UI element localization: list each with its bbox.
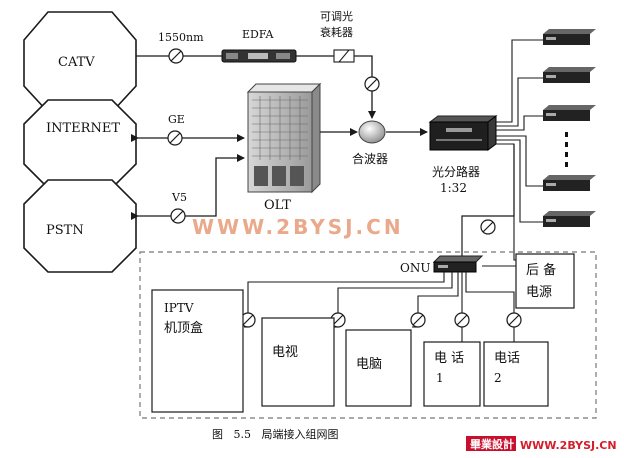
phone2-label-2: 2 — [494, 371, 502, 385]
backup-label-1: 后 备 — [526, 262, 556, 278]
splitter-to-onu-link — [461, 144, 515, 258]
tv-label: 电视 — [272, 345, 298, 360]
terminal-connectors — [240, 312, 522, 328]
phone2-label-1: 电话 — [494, 351, 520, 366]
onu-device: ONU — [400, 255, 484, 275]
figure-caption: 图 5.5 局端接入组网图 — [212, 427, 338, 441]
catv-link: 1550nm — [136, 31, 222, 64]
splitter-device: 光分路器 1:32 — [428, 115, 498, 195]
phone1-box: 电 话 1 — [423, 341, 481, 407]
pc-label: 电脑 — [356, 357, 382, 372]
phone2-box: 电话 2 — [483, 341, 549, 407]
phone1-label-2: 1 — [436, 371, 444, 385]
iptv-label-1: IPTV — [164, 301, 194, 315]
wavelength-label: 1550nm — [158, 31, 204, 44]
olt-label: OLT — [264, 198, 291, 213]
tv-box: 电视 — [261, 317, 335, 407]
edfa-device: EDFA — [221, 28, 297, 63]
mini-onu-icon — [543, 211, 596, 227]
combiner-device: 合波器 — [352, 120, 388, 166]
backup-label-2: 电源 — [526, 285, 552, 300]
edfa-label: EDFA — [242, 28, 275, 41]
attenuator-label-1: 可调光 — [320, 9, 353, 23]
mini-onu-icon — [543, 175, 596, 191]
backup-power-box: 后 备 电源 — [515, 253, 575, 309]
mini-onu-icon — [543, 29, 596, 45]
onu-fanout — [247, 272, 515, 318]
footer-url: WWW.2BYSJ.CN — [520, 439, 617, 452]
internet-label: INTERNET — [46, 121, 120, 136]
splitter-label-2: 1:32 — [440, 181, 467, 195]
attenuator-to-combiner-link — [354, 55, 376, 119]
catv-node: CATV — [23, 11, 137, 113]
watermark-text: WWW.2BYSJ.CN — [192, 215, 404, 239]
footer-brand-badge — [466, 436, 516, 451]
splitter-label-1: 光分路器 — [432, 164, 480, 179]
olt-device: OLT — [246, 82, 322, 213]
catv-label: CATV — [58, 55, 95, 70]
pstn-node: PSTN — [23, 179, 137, 273]
pc-box: 电脑 — [345, 329, 412, 407]
internet-node: INTERNET — [23, 99, 137, 189]
onu-label: ONU — [400, 261, 430, 275]
attenuator-label-2: 衰耗器 — [320, 25, 353, 39]
attenuator-device: 可调光 衰耗器 — [320, 9, 355, 63]
mini-onu-icon — [543, 67, 596, 83]
v5-link: V5 — [131, 154, 245, 224]
mini-onu-icon — [543, 105, 596, 121]
iptv-box: IPTV 机顶盒 — [151, 289, 244, 413]
pstn-label: PSTN — [46, 223, 84, 238]
ge-label: GE — [168, 113, 185, 126]
ellipsis-dots — [565, 132, 568, 167]
ge-link: GE — [131, 113, 245, 146]
subscriber-onu-stack — [543, 29, 596, 227]
footer-brand: 畢業設計 — [470, 437, 514, 451]
v5-label: V5 — [171, 191, 187, 204]
premises-boundary — [139, 251, 597, 419]
footer-watermark: 畢業設計 WWW.2BYSJ.CN — [466, 436, 617, 452]
combiner-label: 合波器 — [352, 151, 388, 166]
iptv-label-2: 机顶盒 — [164, 320, 203, 336]
phone1-label-1: 电 话 — [434, 351, 464, 366]
splitter-fanout — [496, 39, 543, 261]
